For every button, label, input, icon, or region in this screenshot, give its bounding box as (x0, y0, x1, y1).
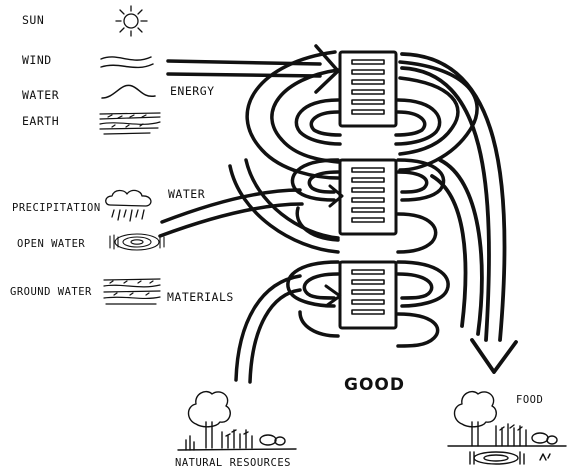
ground-water-icon (104, 279, 160, 304)
loop-band-top (296, 100, 439, 144)
sun-icon (116, 6, 147, 36)
label-sun: SUN (22, 13, 44, 27)
label-materials: MATERIALS (167, 290, 234, 304)
label-open-water: OPEN WATER (17, 238, 85, 250)
stack-unit-middle (340, 160, 396, 234)
label-water: WATER (22, 88, 59, 102)
earth-layers-icon (100, 113, 160, 134)
label-natural-resources: NATURAL RESOURCES (175, 457, 291, 469)
label-earth: EARTH (22, 114, 59, 128)
open-water-icon (110, 234, 164, 250)
label-energy: ENERGY (170, 84, 215, 98)
materials-input-flow (236, 276, 300, 382)
natural-resources-scene (178, 392, 296, 450)
loop-band-middle (292, 160, 443, 252)
rain-cloud-icon (106, 190, 151, 221)
label-water-flow: WATER (168, 187, 205, 201)
food-scene (448, 392, 566, 464)
label-ground-water: GROUND WATER (10, 286, 92, 298)
label-food: FOOD (516, 394, 543, 406)
stack-unit-top (340, 52, 396, 126)
wind-icon (101, 57, 153, 68)
label-good: GOOD (344, 375, 405, 395)
wave-icon (102, 85, 155, 98)
label-wind: WIND (22, 53, 52, 67)
label-precipitation: PRECIPITATION (12, 202, 101, 214)
stack-unit-bottom (340, 262, 396, 328)
